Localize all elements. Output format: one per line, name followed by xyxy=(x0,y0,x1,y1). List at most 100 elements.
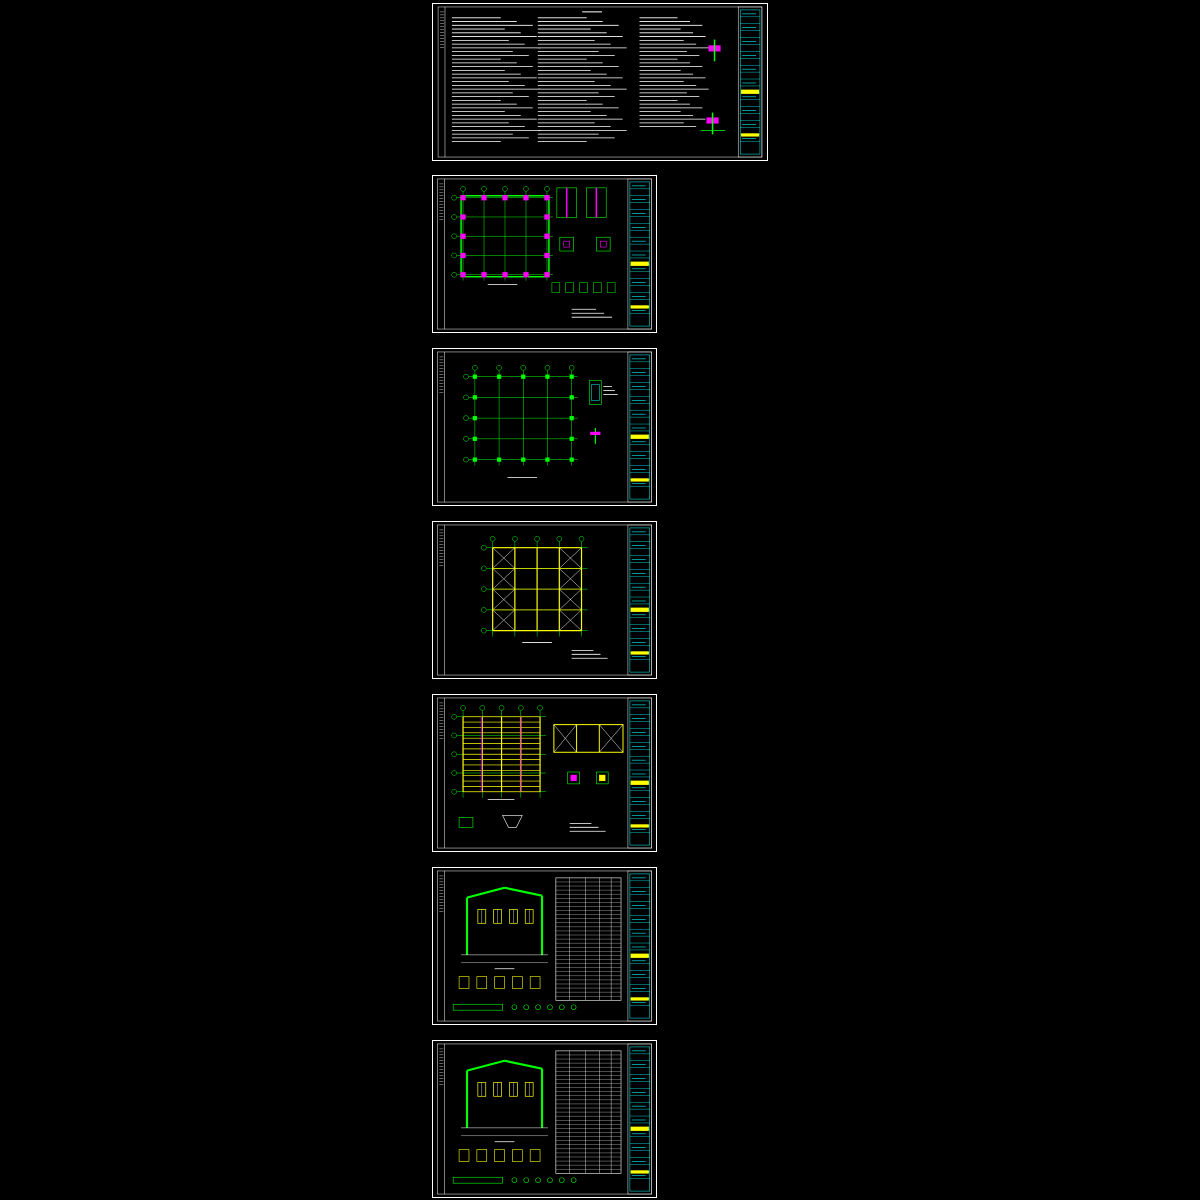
sheet-frame-elevation-2-drawing xyxy=(437,1043,652,1195)
x-bracing xyxy=(492,588,516,611)
roof-axis-bubble xyxy=(481,586,487,592)
foundation-axis-bubble xyxy=(451,233,457,239)
anchor-axis-bubble xyxy=(520,365,526,371)
title-block-highlight xyxy=(630,997,649,1001)
x-bracing xyxy=(559,547,582,569)
title-block-highlight xyxy=(630,780,649,785)
anchor-bolt-group xyxy=(496,457,502,462)
bolt-plate xyxy=(590,431,601,436)
base-detail xyxy=(512,1149,523,1162)
anchor-axis-bubble xyxy=(463,436,469,442)
bolt-detail xyxy=(547,1177,553,1183)
pier xyxy=(460,233,466,239)
title-block-inner xyxy=(629,873,650,1019)
anchor-detail xyxy=(589,380,602,405)
x-bracing xyxy=(492,609,516,631)
sheet-purlin-layout-drawing xyxy=(437,697,652,849)
member-strip xyxy=(452,1176,503,1184)
base-detail xyxy=(476,1149,488,1162)
title-block-highlight xyxy=(630,305,649,309)
title-block-highlight xyxy=(630,434,649,439)
title-block-highlight xyxy=(630,953,649,958)
pier xyxy=(481,195,487,201)
anchor-bolt-group xyxy=(472,395,478,400)
small-detail xyxy=(551,282,561,293)
pier xyxy=(460,272,466,278)
anchor-axis-bubble xyxy=(463,394,469,401)
gusset-detail xyxy=(502,815,523,828)
pier xyxy=(544,272,550,278)
anchor-axis-bubble xyxy=(496,365,502,371)
inner-border xyxy=(437,351,652,503)
sheet-roof-bracing-plan[interactable] xyxy=(432,521,657,679)
roof-axis-bubble xyxy=(481,627,487,634)
sheet-foundation-plan[interactable] xyxy=(432,175,657,333)
anchor-bolt-group xyxy=(545,457,550,462)
roof-axis-bubble xyxy=(534,536,540,542)
bolt-detail xyxy=(570,1177,577,1183)
purlin-axis-bubble xyxy=(451,732,457,739)
inner-border xyxy=(437,1043,652,1195)
bolt-detail xyxy=(523,1004,529,1010)
title-block-highlight xyxy=(630,261,649,266)
sheet-purlin-layout[interactable] xyxy=(432,694,657,852)
title-block-highlight xyxy=(630,824,649,828)
pier-plan xyxy=(559,236,574,252)
anchor-bolt-group xyxy=(472,374,478,379)
anchor-bolt-group xyxy=(569,395,574,400)
pier-core xyxy=(599,240,607,248)
roof-axis-bubble xyxy=(481,544,487,551)
pier xyxy=(460,214,466,220)
small-detail xyxy=(606,282,616,293)
purlin-axis-bubble xyxy=(479,705,486,711)
title-block-inner xyxy=(629,181,650,327)
wall-bracing xyxy=(553,724,577,753)
title-block xyxy=(737,6,763,158)
frame-rafter xyxy=(504,886,543,897)
foundation-axis-bubble xyxy=(451,214,457,220)
connection-detail xyxy=(567,771,580,785)
title-block-highlight xyxy=(630,478,649,482)
base-detail xyxy=(529,1149,541,1162)
pier xyxy=(523,195,529,201)
title-block xyxy=(627,870,652,1022)
anchor-bolt-group xyxy=(472,436,478,441)
sheet-anchor-bolt-plan[interactable] xyxy=(432,348,657,506)
purlin-axis-bubble xyxy=(518,705,524,711)
anchor-bolt-group xyxy=(496,374,502,379)
sheet-frame-elevation-2[interactable] xyxy=(432,1040,657,1198)
anchor-detail-inner xyxy=(591,384,600,401)
sheet-anchor-bolt-plan-drawing xyxy=(437,351,652,503)
sheet-general-notes-drawing xyxy=(437,6,763,158)
anchor-axis-bubble xyxy=(463,415,469,421)
base-detail xyxy=(458,976,470,989)
x-bracing xyxy=(492,547,516,569)
title-block-highlight xyxy=(741,133,760,137)
bolt-detail xyxy=(570,1004,577,1010)
title-block-highlight xyxy=(630,607,649,612)
bolt-detail xyxy=(511,1004,518,1010)
sheet-frame-elevation-1[interactable] xyxy=(432,867,657,1025)
anchor-axis-bubble xyxy=(568,365,575,371)
roof-axis-bubble xyxy=(481,565,487,572)
sheet-roof-bracing-plan-drawing xyxy=(437,524,652,676)
inner-border xyxy=(437,6,763,158)
purlin-axis-bubble xyxy=(498,705,505,711)
inner-border xyxy=(437,870,652,1022)
roof-axis-bubble xyxy=(578,536,585,542)
title-block xyxy=(627,1043,652,1195)
title-block-inner xyxy=(629,700,650,846)
roof-axis-bubble xyxy=(481,607,487,613)
title-block xyxy=(627,178,652,330)
purlin-axis-bubble xyxy=(451,751,457,757)
base-detail xyxy=(494,1149,505,1162)
sheet-frame-elevation-1-drawing xyxy=(437,870,652,1022)
sheet-general-notes[interactable] xyxy=(432,3,768,161)
pier xyxy=(523,272,529,278)
connection-detail xyxy=(596,771,609,785)
bolt-detail xyxy=(523,1177,529,1183)
base-detail xyxy=(458,1149,470,1162)
x-bracing xyxy=(559,609,582,631)
wall-elevation xyxy=(553,724,624,753)
anchor-bolt-group xyxy=(569,415,574,421)
